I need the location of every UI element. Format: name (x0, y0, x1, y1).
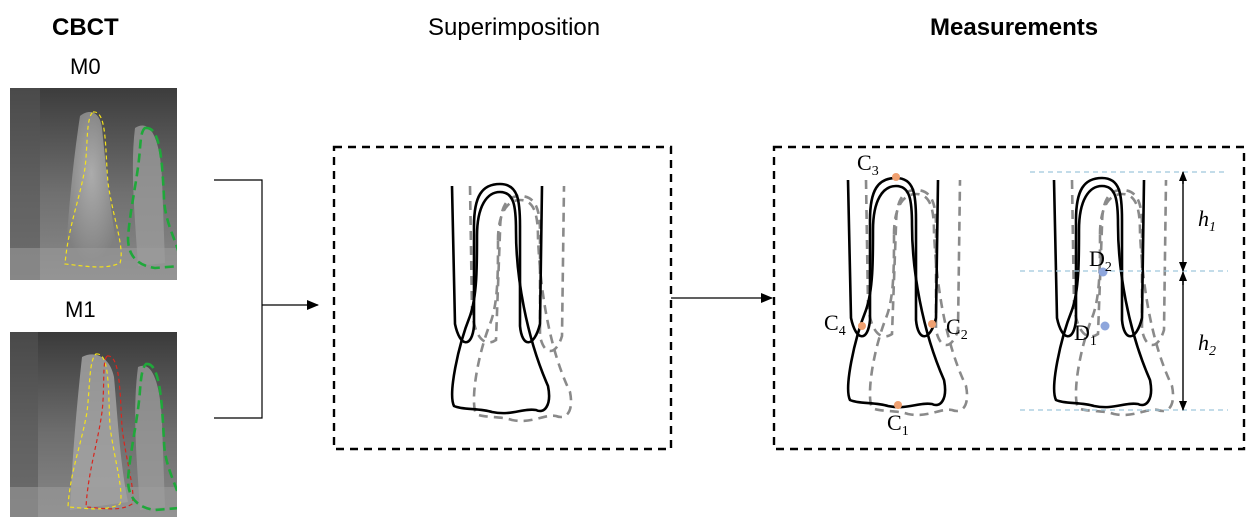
landmark-c4-label: C4 (824, 310, 846, 339)
height-h2-label: h2 (1198, 330, 1216, 359)
measurement-tooth-c (848, 178, 967, 415)
landmark-c3-label: C3 (857, 150, 879, 179)
landmark-c3-point (892, 173, 900, 181)
landmark-c2-label: C2 (946, 314, 968, 343)
landmark-c4-point (858, 322, 866, 330)
superimposed-tooth (452, 184, 571, 421)
landmark-d1-point (1101, 322, 1110, 331)
landmark-d2-label: D2 (1089, 246, 1112, 275)
height-h1-label: h1 (1198, 206, 1216, 235)
bracket-connector (214, 180, 318, 418)
measurement-tooth-d (1054, 178, 1173, 415)
landmark-c1-point (894, 401, 902, 409)
measurements-box (774, 147, 1244, 449)
landmark-d1-label: D1 (1074, 320, 1097, 349)
landmark-c2-point (928, 320, 936, 328)
